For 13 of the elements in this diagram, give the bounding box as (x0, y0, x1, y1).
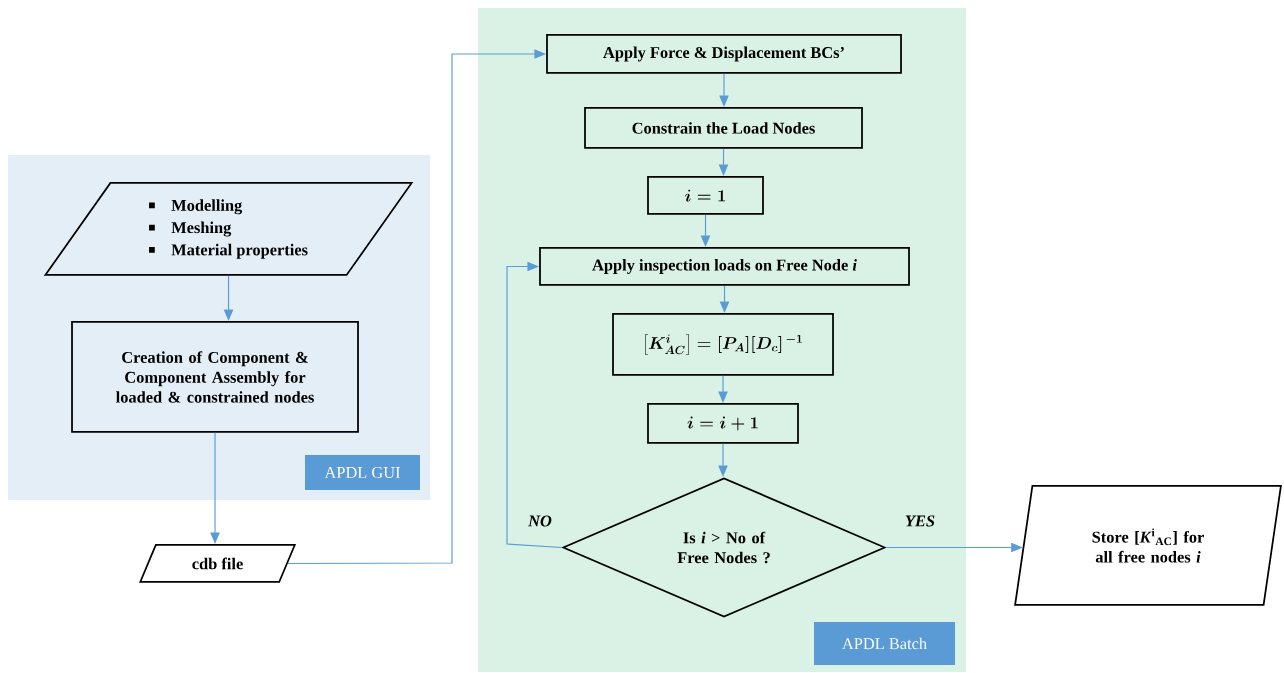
arrow (506, 261, 563, 549)
edge-label: YES (903, 514, 937, 528)
process-box: Creation of Component & Component Assembly for loaded & constrained nodes (71, 321, 359, 433)
process-box: $i = i + 1$ (647, 403, 799, 444)
process-box: $i = 1$ (647, 176, 764, 215)
edge-label: NO (527, 514, 554, 528)
section-label: APDL Batch (814, 622, 955, 665)
process-box: Constrain the Load Nodes (584, 107, 863, 149)
process-box: Apply inspection loads on Free Node i (539, 247, 910, 286)
data-parallelogram: Store [K$^{i}$$_{AC}$] for all free nodes i (1014, 485, 1282, 606)
process-box: Apply Force & Displacement BCs’ (546, 34, 902, 74)
section-label: APDL GUI (305, 455, 420, 490)
process-box: $\left[K_{AC}^{i}\right] = [P_A][D_c]^{\,-1}$ (612, 313, 834, 376)
